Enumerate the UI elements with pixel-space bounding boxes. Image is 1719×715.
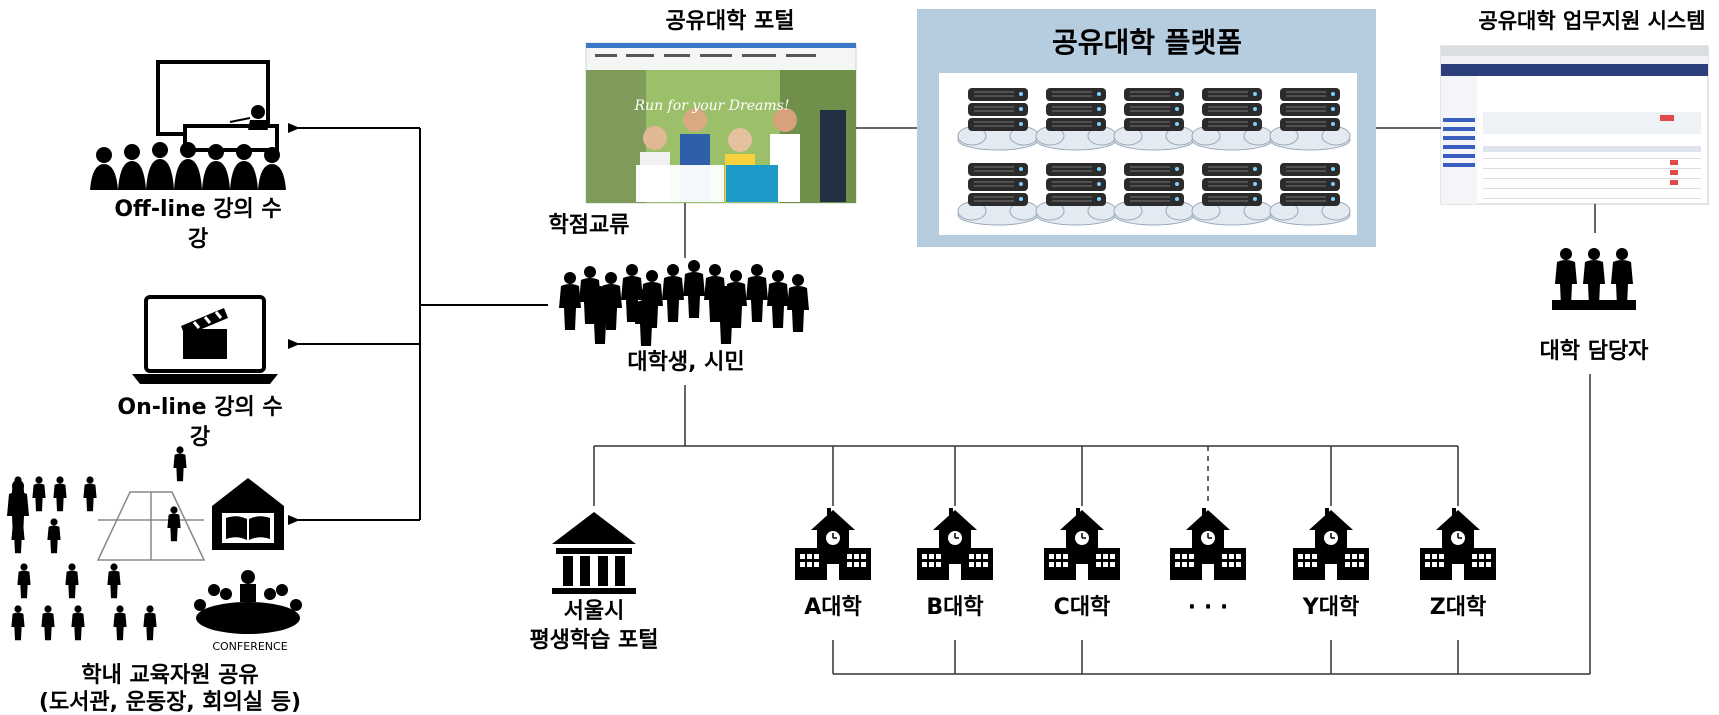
- resources-label-line2: (도서관, 운동장, 회의실 등): [39, 690, 301, 715]
- online-lecture-icon: [132, 295, 278, 384]
- university-label: A대학: [804, 595, 862, 620]
- offline-label-line2: 강: [188, 227, 208, 252]
- staff-label: 대학 담당자: [1540, 339, 1650, 364]
- credit-exchange-label: 학점교류: [549, 213, 630, 238]
- portal-tagline: Run for your Dreams!: [634, 98, 790, 114]
- university-label: C대학: [1054, 595, 1111, 620]
- portal-title: 공유대학 포털: [665, 9, 794, 34]
- resources-label-line1: 학내 교육자원 공유: [81, 663, 258, 688]
- seoul-label-line2: 평생학습 포털: [529, 628, 658, 653]
- online-label-line1: On-line 강의 수: [117, 395, 282, 420]
- online-label-line2: 강: [190, 425, 210, 450]
- university-ellipsis: [1169, 507, 1247, 581]
- sports-icon: [7, 446, 206, 641]
- support-system-title: 공유대학 업무지원 시스템: [1478, 9, 1705, 33]
- offline-lecture-icon: [90, 60, 286, 190]
- university-c[interactable]: [1043, 507, 1121, 581]
- library-icon: [212, 478, 284, 550]
- university-z[interactable]: [1419, 507, 1497, 581]
- staff-bottom-links: [832, 374, 1591, 675]
- conference-caption: CONFERENCE: [212, 640, 287, 653]
- support-system-screenshot[interactable]: [1440, 45, 1709, 205]
- platform-title: 공유대학 플랫폼: [1052, 26, 1242, 59]
- university-a[interactable]: [794, 507, 872, 581]
- platform-panel: 공유대학 플랫폼: [917, 9, 1376, 247]
- university-label: Z대학: [1430, 595, 1486, 620]
- students-crowd-icon: [559, 260, 809, 346]
- offline-label-line1: Off-line 강의 수: [114, 197, 281, 222]
- portal-screenshot[interactable]: Run for your Dreams!: [585, 42, 857, 204]
- university-y[interactable]: [1292, 507, 1370, 581]
- university-label: B대학: [926, 595, 983, 620]
- university-label: · · ·: [1188, 595, 1228, 620]
- staff-icon: [1552, 248, 1636, 310]
- students-label: 대학생, 시민: [627, 350, 744, 375]
- seoul-label-line1: 서울시: [564, 599, 625, 624]
- tree-drops: [593, 446, 1459, 506]
- university-label: Y대학: [1302, 595, 1359, 620]
- conference-icon: CONFERENCE: [194, 570, 302, 653]
- seoul-portal-icon: [552, 512, 636, 594]
- university-b[interactable]: [916, 507, 994, 581]
